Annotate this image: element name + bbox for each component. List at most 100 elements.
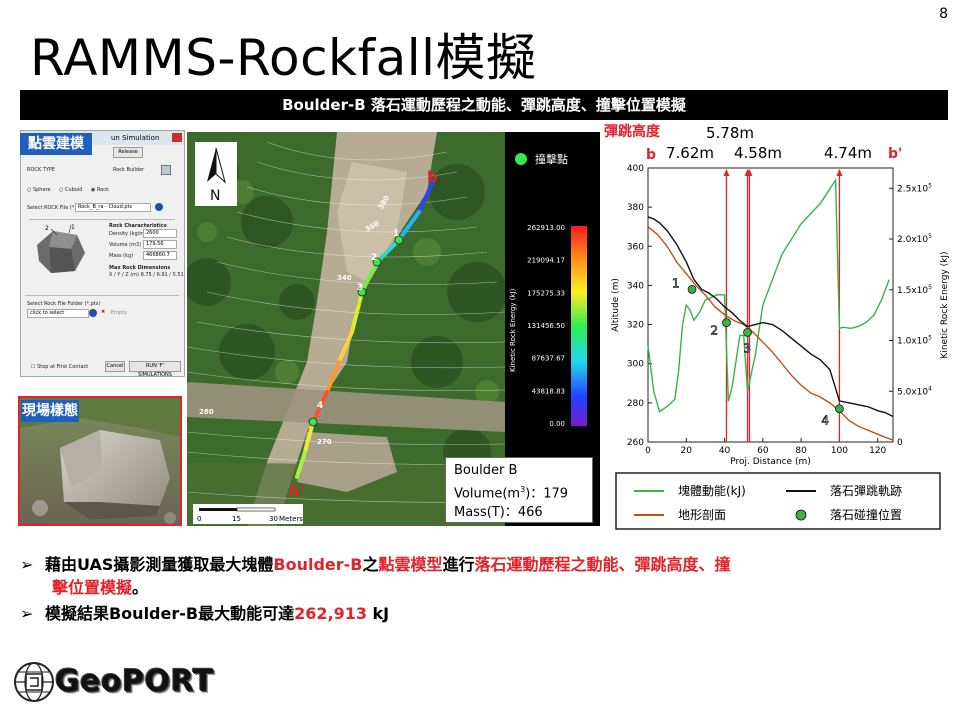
impact-marker [743, 327, 752, 337]
impact-marker [722, 318, 731, 328]
shape-option-cuboid[interactable]: ○ Cuboid [59, 187, 83, 193]
legend-label: 落石彈跳軌跡 [830, 483, 902, 498]
legend-swatch [795, 509, 807, 521]
trajectory-segment [311, 390, 329, 424]
tab-release[interactable]: Release [113, 147, 143, 158]
volume-field[interactable]: 179.56 [143, 240, 177, 249]
colorbar-tick-label: 219094.17 [527, 257, 565, 265]
impact-label: 4 [317, 401, 323, 411]
impact-point [394, 235, 404, 245]
divider [29, 219, 175, 220]
bounce-height-label: 5.78m [706, 124, 754, 142]
chart-legend [615, 472, 941, 530]
scale-tick: 0 [197, 515, 201, 523]
bullet-text: 。 [132, 578, 149, 597]
rock-label-2: 2 [45, 225, 49, 232]
rock-label-1: 1 [71, 224, 75, 231]
impact-label: 2 [371, 253, 377, 263]
x-tick-label: 100 [831, 446, 848, 456]
bounce-height-label: 4.58m [734, 144, 782, 162]
trajectory-segment [337, 330, 354, 364]
y2-tick-label: 0 [897, 438, 903, 448]
rock-builder-label: Rock Builder [113, 167, 145, 173]
highlight-text: Boulder-B [273, 555, 363, 574]
rock-type-label: ROCK TYPE [27, 167, 56, 173]
highlight-text: 擊位置模擬 [52, 578, 133, 597]
geoport-logo [12, 660, 202, 708]
cancel-button[interactable]: Cancel [105, 361, 125, 372]
bullet-text: 進行 [442, 555, 475, 574]
boulder-mass: Mass(T)：466 [454, 505, 543, 521]
empty-select[interactable]: Empty [111, 310, 128, 316]
x-tick-label: 40 [719, 446, 731, 456]
end-label: b' [289, 482, 304, 500]
highlight-text: 落石運動歷程之動能、彈跳高度、撞 [474, 555, 731, 574]
bullet-2: ➢ 模擬結果Boulder-B最大動能可達262,913 kJ [20, 600, 389, 624]
bullet-text: 之 [362, 555, 379, 574]
logo-text: GeoPORT [55, 664, 214, 699]
y-tick-label: 360 [627, 242, 644, 252]
point-cloud-tag: 點雲建模 [20, 133, 92, 155]
select-rock-file-label: Select ROCK File (*.pts) [27, 205, 86, 211]
impact-legend-icon [515, 153, 527, 165]
info-icon[interactable] [155, 203, 163, 211]
bounce-height-title: 彈跳高度 [604, 123, 661, 140]
y2-tick-label: 5.0x104 [897, 385, 932, 397]
density-field[interactable]: 2600 [143, 229, 177, 238]
y-tick-label: 340 [627, 281, 644, 291]
series-line [647, 177, 890, 413]
page-title: RAMMS-Rockfall模擬 [30, 29, 537, 87]
x-tick-label: 80 [795, 446, 807, 456]
delete-icon[interactable]: ✖ [101, 309, 106, 315]
shape-option-sphere[interactable]: ○ Sphere [27, 187, 51, 193]
volume-label: Volume (m3) [109, 242, 142, 248]
colorbar-tick-label: 262913.00 [527, 224, 565, 232]
impact-marker [687, 284, 697, 294]
site-tag: 現場樣態 [21, 400, 79, 422]
bullet-text: kJ [366, 604, 390, 623]
impact-marker-label: 4 [821, 414, 829, 428]
y2-tick-label: 2.0x105 [897, 233, 932, 245]
legend-label: 地形剖面 [678, 508, 726, 522]
close-icon[interactable] [172, 133, 182, 142]
bullet-text: 模擬結果Boulder-B最大動能可達 [44, 604, 295, 623]
rock-file-field[interactable]: Rock_B_ra - Cloud.pts [75, 203, 151, 212]
impact-label: 1 [393, 229, 399, 239]
rock-builder-icon[interactable] [161, 165, 171, 175]
series-line [647, 226, 894, 441]
run-simulations-button[interactable]: RUN 'F' SIMULATIONS [129, 361, 181, 378]
y2-tick-label: 1.0x105 [897, 335, 932, 347]
colorbar-tick-label: 87637.67 [532, 355, 565, 363]
north-arrow-icon: N [195, 142, 237, 206]
y2-tick-label: 2.5x105 [897, 182, 932, 194]
simulation-dialog: un Simulation Release ROCK TYPE Rock Bui… [20, 130, 185, 378]
colorbar-tick-label: 0.00 [549, 420, 565, 428]
y-tick-label: 260 [627, 438, 644, 448]
impact-legend-label: 撞擊點 [535, 152, 568, 166]
rock-folder-field[interactable]: click to select [27, 309, 89, 318]
north-label: N [210, 188, 220, 204]
mass-field[interactable]: 466860.7 [143, 251, 177, 260]
impact-marker-label: 1 [672, 276, 680, 290]
globe-logo-icon [14, 662, 54, 702]
scale-tick: 30 [269, 515, 278, 523]
contour-label: 280 [199, 408, 214, 416]
impact-marker-label: 2 [710, 324, 718, 338]
shape-option-rock[interactable]: ◉ Rock [91, 187, 109, 193]
info-icon[interactable] [89, 309, 97, 317]
rock-characteristics-label: Rock Characteristics [109, 223, 167, 229]
plot-frame [647, 167, 894, 443]
y-tick-label: 380 [627, 203, 644, 213]
bounce-height-label: 7.62m [666, 144, 714, 162]
rock-folder-label: Select Rock File Folder (*.pts) [27, 301, 101, 307]
x-tick-label: 20 [681, 446, 693, 456]
max-dims-value: X / Y / Z (m) 8.75 / 6.91 / 5.51 [109, 272, 184, 278]
stop-first-contact-checkbox[interactable]: ☐ Stop at First Contact [31, 364, 89, 370]
bounce-arrow-head [723, 169, 730, 176]
highlight-text: 262,913 [294, 604, 367, 623]
scale-tick: 15 [232, 515, 241, 523]
colorbar-tick-label: 131456.50 [527, 322, 565, 330]
trajectory-segment [325, 360, 341, 394]
impact-label: 3 [357, 283, 363, 293]
